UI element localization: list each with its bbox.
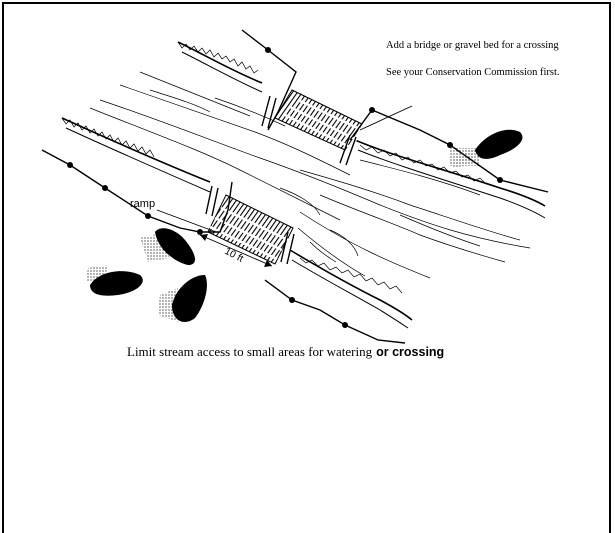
shrub-right bbox=[475, 130, 522, 159]
figure-caption: Limit stream access to small areas for w… bbox=[127, 343, 444, 361]
fence-lower-right bbox=[265, 280, 405, 343]
caption-main: Limit stream access to small areas for w… bbox=[127, 344, 372, 359]
caption-bold: or crossing bbox=[376, 345, 444, 359]
fence-upper-right bbox=[350, 110, 548, 192]
ramp-label: ramp bbox=[130, 198, 155, 210]
note-add-bridge: Add a bridge or gravel bed for a crossin… bbox=[386, 40, 559, 51]
shrubs bbox=[86, 130, 522, 322]
upper-crossing bbox=[262, 90, 412, 165]
width-label: 10 ft bbox=[223, 246, 246, 265]
note-conservation-commission: See your Conservation Commission first. bbox=[386, 67, 560, 78]
